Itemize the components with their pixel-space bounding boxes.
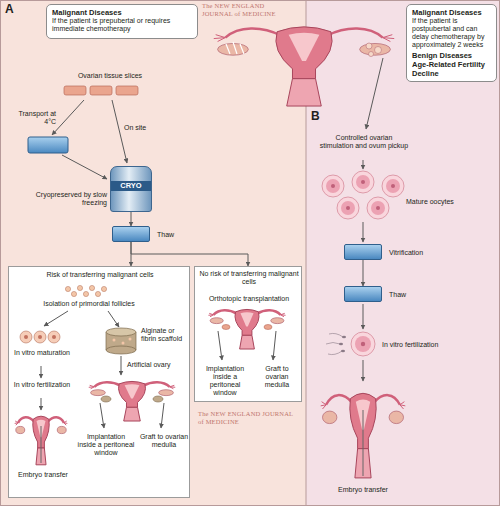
- cryo-tank: CRYOCryopreserved by slow freezing: [110, 166, 152, 212]
- node-text: Artificial ovary: [127, 361, 187, 369]
- step-label: Ovarian tissue slices: [60, 72, 160, 80]
- node-text: Cryopreserved by slow freezing: [15, 191, 107, 207]
- arrow-connector: [131, 242, 248, 266]
- node-text: Isolation of primordial follicles: [24, 300, 154, 308]
- node-text: Malignant Diseases: [52, 8, 192, 17]
- node-text: Thaw: [157, 231, 187, 239]
- node-text: If the patient is prepubertal or require…: [52, 17, 192, 33]
- node-text: Thaw: [389, 291, 419, 299]
- node-text: No risk of transferring malignant cells: [197, 270, 301, 286]
- node-text: Risk of transferring malignant cells: [11, 271, 189, 279]
- panel-region: A Malignant DiseasesIf the patient is pre…: [0, 0, 306, 506]
- node-text: A: [5, 3, 19, 16]
- node-text: Malignant Diseases: [412, 8, 491, 17]
- step-label: Transport at 4°C: [16, 110, 56, 126]
- step-label: On site: [124, 124, 164, 132]
- step-label: Mature oocytes: [406, 198, 476, 206]
- arrow-connector: [131, 212, 132, 226]
- no-risk-box-drawings: [208, 309, 285, 360]
- node-text: Embryo transfer: [9, 471, 77, 479]
- node-text: Graft to ovarian medulla: [253, 365, 301, 389]
- indication-box: Malignant DiseasesIf the patient is prep…: [46, 4, 198, 39]
- oocyte: [322, 171, 404, 219]
- storage-tray: Thaw: [344, 286, 382, 302]
- storage-tray: Vitrification: [344, 244, 382, 260]
- node-text: Implantation inside a peritoneal window: [197, 365, 253, 397]
- node-text: Benign Diseases: [412, 51, 491, 60]
- node-text: CRYO: [111, 181, 151, 191]
- node-text: In vitro fertilization: [11, 381, 73, 389]
- node-text: Graft to ovarian medulla: [139, 433, 189, 449]
- step-label: Controlled ovarian stimulation and ovum …: [318, 134, 410, 150]
- node-text: Implantation inside a peritoneal window: [77, 433, 135, 457]
- node-text: If the patient is postpubertal and can d…: [412, 17, 491, 49]
- node-text: B: [311, 110, 325, 123]
- node-text: Orthotopic transplantation: [197, 295, 301, 303]
- pathway-box: No risk of transferring malignant cellsO…: [194, 266, 302, 402]
- node-text: Age-Related Fertility Decline: [412, 60, 491, 78]
- top-uterus: [214, 27, 394, 106]
- node-text: In vitro maturation: [11, 349, 73, 357]
- step-label: In vitro fertilization: [382, 341, 482, 349]
- watermark: The NEW ENGLAND JOURNAL of MEDICINE: [202, 2, 290, 18]
- panel-b-steps: [321, 58, 406, 478]
- node-text: Vitrification: [389, 249, 449, 257]
- watermark: The NEW ENGLAND JOURNAL of MEDICINE: [198, 410, 298, 426]
- pathway-box: Risk of transferring malignant cellsIsol…: [8, 266, 190, 498]
- node-text: Alginate or fibrin scaffold: [141, 327, 189, 343]
- storage-tray: Thaw: [112, 226, 150, 242]
- step-label: Embryo transfer: [323, 486, 403, 494]
- indication-box: Malignant DiseasesIf the patient is post…: [406, 4, 497, 82]
- panel-region: B Malignant DiseasesIf the patient is pos…: [306, 0, 500, 506]
- arrow-connector: [363, 260, 364, 286]
